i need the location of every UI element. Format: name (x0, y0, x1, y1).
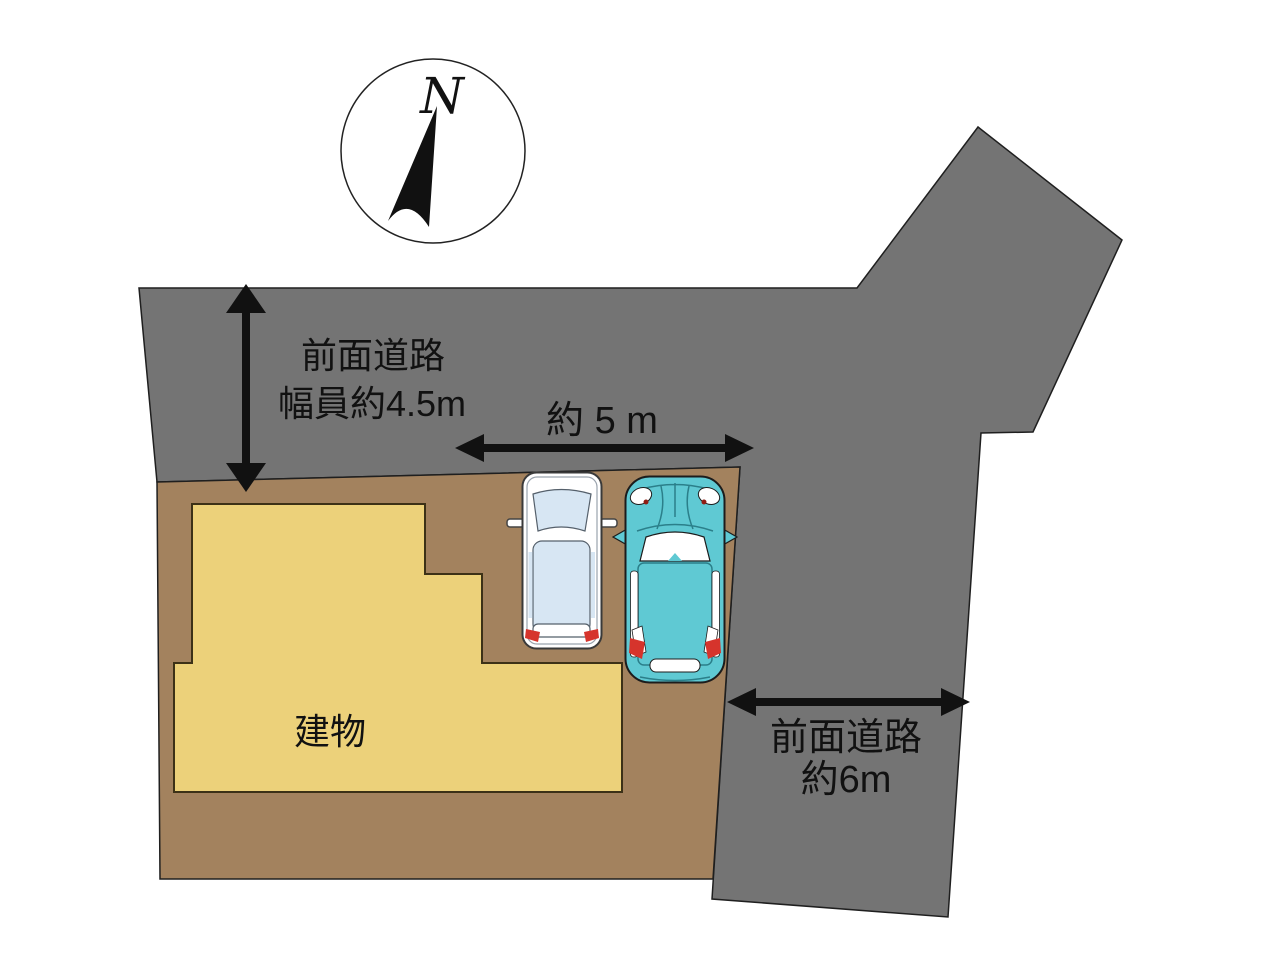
white-minivan-taillight-right (584, 629, 599, 642)
teal-car-taillight-right (705, 638, 721, 659)
white-minivan-mirror-left (506, 518, 525, 528)
white-minivan-window-right (591, 552, 595, 618)
compass: N (340, 58, 526, 244)
building-label: 建物 (294, 711, 366, 752)
front-road-top-label-line1: 前面道路 (301, 335, 445, 376)
front-road-top-label-line2: 幅員約4.5m (278, 383, 466, 424)
compass-needle (388, 106, 437, 227)
teal-car-wiper-notch (668, 553, 682, 561)
teal-car-headlight-dot-left (643, 499, 649, 505)
parking-width-arrow (455, 434, 754, 462)
white-minivan-taillight-left (525, 629, 540, 642)
front-road-right-label-line1: 前面道路 (770, 717, 922, 759)
white-minivan-windshield (532, 488, 592, 532)
front-road-right-label-line2: 約6m (801, 759, 892, 801)
parking-width-label: 約 5 m (546, 400, 658, 442)
teal-car (611, 475, 739, 684)
road-width-arrow-right (727, 688, 970, 716)
teal-car-rear-band (649, 658, 701, 673)
teal-car-windshield (639, 531, 711, 562)
white-minivan-mirror-right (599, 518, 618, 528)
teal-car-headlight-dot-right (701, 499, 707, 505)
building-footprint (173, 503, 623, 793)
road-width-arrow-vertical (226, 284, 266, 492)
white-minivan-rear-band (532, 623, 591, 638)
teal-car-rear-line (639, 676, 711, 682)
white-minivan-roof (532, 540, 591, 634)
teal-car-hood-lines (636, 483, 714, 532)
white-minivan-window-left (528, 552, 533, 618)
white-minivan (506, 471, 618, 650)
white-minivan-body-inner (526, 476, 598, 645)
compass-north-label: N (419, 67, 466, 125)
teal-car-taillight-left (629, 638, 645, 659)
